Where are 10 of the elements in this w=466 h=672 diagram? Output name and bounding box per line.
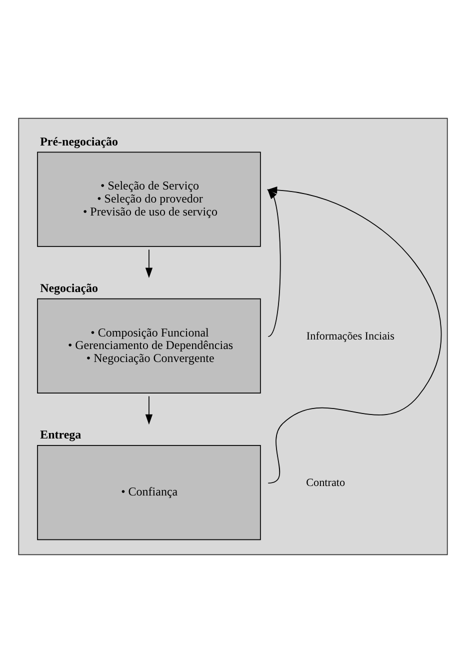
node-label: Pré-negociação — [40, 134, 118, 148]
label: Contrato — [306, 476, 346, 489]
arrow — [145, 248, 153, 278]
arrow — [266, 186, 442, 484]
arrow — [145, 395, 153, 424]
node-label: Entrega — [40, 427, 82, 442]
node-label: Negociação — [40, 280, 98, 295]
label: Informações Inciais — [306, 330, 394, 342]
arrow — [267, 188, 281, 336]
cluster — [18, 117, 448, 555]
